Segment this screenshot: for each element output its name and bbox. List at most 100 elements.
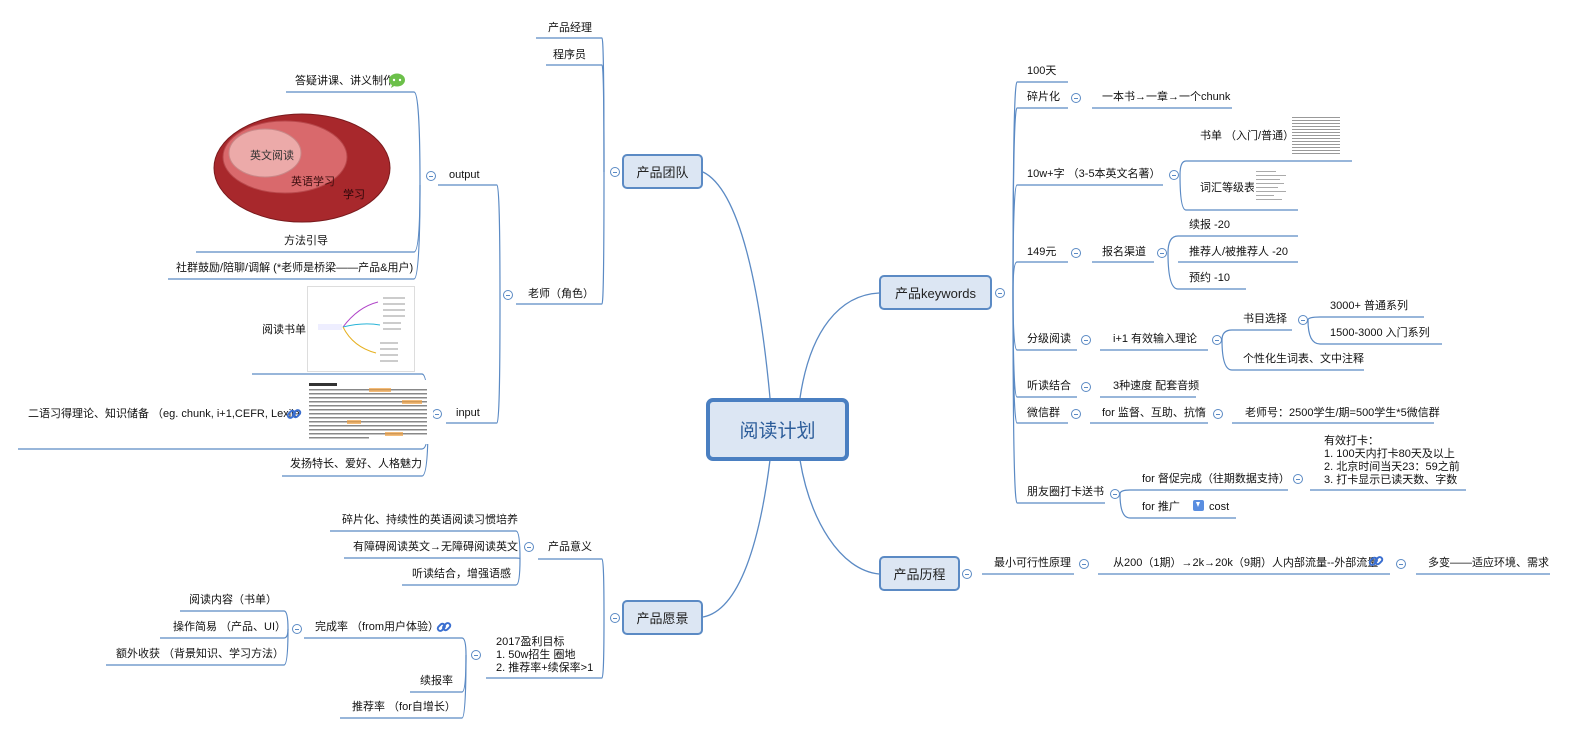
node-wechat-2[interactable]: 老师号：2500学生/期=500学生*5微信群 <box>1245 406 1440 420</box>
topic-product-history[interactable]: 产品历程 <box>879 556 960 591</box>
collapse-toggle[interactable] <box>1169 170 1179 180</box>
link-icon[interactable] <box>286 406 302 422</box>
node-book-1[interactable]: 3000+ 普通系列 <box>1330 299 1408 313</box>
node-label: 发扬特长、爱好、人格魅力 <box>290 458 422 470</box>
node-price[interactable]: 149元 <box>1027 245 1056 259</box>
node-channel[interactable]: 报名渠道 <box>1102 245 1146 259</box>
node-input-booklist[interactable]: 阅读书单 <box>262 323 306 337</box>
rule-line: 3. 打卡显示已读天数、字数 <box>1324 474 1460 487</box>
collapse-toggle[interactable] <box>1081 335 1091 345</box>
node-label: 续报 -20 <box>1189 219 1230 231</box>
root-topic-label: 阅读计划 <box>739 416 815 443</box>
node-output-method[interactable]: 方法引导 <box>284 234 328 248</box>
node-output-qa[interactable]: 答疑讲课、讲义制作 <box>295 74 394 88</box>
node-label: 阅读内容（书单） <box>189 594 277 606</box>
collapse-toggle[interactable] <box>524 542 534 552</box>
node-words[interactable]: 10w+字 （3-5本英文名著） <box>1027 167 1161 181</box>
link-icon[interactable] <box>436 619 452 635</box>
node-output[interactable]: output <box>449 168 480 182</box>
collapse-toggle[interactable] <box>292 624 302 634</box>
node-book-select[interactable]: 书目选择 <box>1243 312 1287 326</box>
collapse-toggle[interactable] <box>426 171 436 181</box>
topic-product-vision[interactable]: 产品愿景 <box>622 600 703 635</box>
collapse-toggle[interactable] <box>1212 335 1222 345</box>
node-channel-2[interactable]: 推荐人/被推荐人 -20 <box>1189 245 1288 259</box>
collapse-toggle[interactable] <box>1071 248 1081 258</box>
node-label: 听读结合 <box>1027 380 1071 392</box>
node-moments-2[interactable]: for 推广 cost <box>1142 500 1229 514</box>
node-output-community[interactable]: 社群鼓励/陪聊/调解 (*老师是桥梁——产品&用户) <box>176 261 413 275</box>
collapse-toggle[interactable] <box>1396 559 1406 569</box>
node-wechat-1[interactable]: for 监督、互助、抗惰 <box>1102 406 1206 420</box>
topic-product-keywords[interactable]: 产品keywords <box>879 275 992 310</box>
node-label: 答疑讲课、讲义制作 <box>295 75 394 87</box>
collapse-toggle[interactable] <box>1293 474 1303 484</box>
node-meaning-2[interactable]: 有障碍阅读英文→无障碍阅读英文 <box>353 540 518 554</box>
node-label: 产品经理 <box>548 22 592 34</box>
node-personal[interactable]: 个性化生词表、文中注释 <box>1243 352 1364 366</box>
node-goal-2017[interactable]: 2017盈利目标 1. 50w招生 圈地 2. 推荐率+续保率>1 <box>496 636 593 675</box>
collapse-toggle[interactable] <box>1157 248 1167 258</box>
vocab-level-thumbnail-image <box>1254 168 1294 206</box>
collapse-toggle[interactable] <box>1081 382 1091 392</box>
node-meaning-3[interactable]: 听读结合，增强语感 <box>412 567 511 581</box>
collapse-toggle[interactable] <box>503 290 513 300</box>
collapse-toggle[interactable] <box>471 650 481 660</box>
node-moments[interactable]: 朋友圈打卡送书 <box>1027 485 1104 499</box>
node-book-2[interactable]: 1500-3000 入门系列 <box>1330 326 1430 340</box>
collapse-toggle[interactable] <box>1110 489 1120 499</box>
node-listen-1[interactable]: 3种速度 配套音频 <box>1113 379 1199 393</box>
venn-inner-label: 英文阅读 <box>250 147 294 163</box>
node-input[interactable]: input <box>456 406 480 420</box>
node-moments-1[interactable]: for 督促完成（往期数据支持） <box>1142 472 1290 486</box>
node-channel-1[interactable]: 续报 -20 <box>1189 218 1230 232</box>
node-label: for 推广 <box>1142 501 1180 513</box>
collapse-toggle[interactable] <box>1213 409 1223 419</box>
collapse-toggle[interactable] <box>962 569 972 579</box>
collapse-toggle[interactable] <box>610 613 620 623</box>
node-flow[interactable]: 从200（1期）→2k→20k（9期）人内部流量--外部流量 <box>1113 556 1378 570</box>
node-dev[interactable]: 程序员 <box>553 48 586 62</box>
collapse-toggle[interactable] <box>995 288 1005 298</box>
root-topic[interactable]: 阅读计划 <box>706 398 849 461</box>
node-frag-1[interactable]: 一本书→一章→一个chunk <box>1102 90 1230 104</box>
node-words-2[interactable]: 词汇等级表 <box>1200 181 1255 195</box>
collapse-toggle[interactable] <box>1298 315 1308 325</box>
node-listen[interactable]: 听读结合 <box>1027 379 1071 393</box>
node-days[interactable]: 100天 <box>1027 64 1056 78</box>
collapse-toggle[interactable] <box>1071 93 1081 103</box>
node-meaning-1[interactable]: 碎片化、持续性的英语阅读习惯培养 <box>342 513 518 527</box>
collapse-toggle[interactable] <box>1071 409 1081 419</box>
node-label: 书目选择 <box>1243 313 1287 325</box>
link-icon[interactable] <box>1368 553 1384 569</box>
node-meaning[interactable]: 产品意义 <box>548 540 592 554</box>
collapse-toggle[interactable] <box>1079 559 1089 569</box>
node-completion-2[interactable]: 操作简易 （产品、UI） <box>173 620 286 634</box>
node-graded[interactable]: 分级阅读 <box>1027 332 1071 346</box>
node-graded-1[interactable]: i+1 有效输入理论 <box>1113 332 1197 346</box>
topic-label: 产品愿景 <box>636 608 688 627</box>
node-moments-rules[interactable]: 有效打卡： 1. 100天内打卡80天及以上 2. 北京时间当天23：59之前 … <box>1324 435 1460 487</box>
node-pm[interactable]: 产品经理 <box>548 21 592 35</box>
node-label: i+1 有效输入理论 <box>1113 333 1197 345</box>
node-wechat[interactable]: 微信群 <box>1027 406 1060 420</box>
node-frag[interactable]: 碎片化 <box>1027 90 1060 104</box>
node-renewal[interactable]: 续报率 <box>420 674 453 688</box>
node-completion[interactable]: 完成率 （from用户体验） <box>315 620 439 634</box>
node-input-talent[interactable]: 发扬特长、爱好、人格魅力 <box>290 457 422 471</box>
collapse-toggle[interactable] <box>432 409 442 419</box>
node-input-theory[interactable]: 二语习得理论、知识储备 （eg. chunk, i+1,CEFR, Lexile <box>28 407 300 421</box>
node-change[interactable]: 多变——适应环境、需求 <box>1428 556 1549 570</box>
node-completion-1[interactable]: 阅读内容（书单） <box>189 593 277 607</box>
node-channel-3[interactable]: 预约 -10 <box>1189 271 1230 285</box>
node-label: 3种速度 配套音频 <box>1113 380 1199 392</box>
node-completion-3[interactable]: 额外收获 （背景知识、学习方法） <box>116 647 284 661</box>
node-words-1[interactable]: 书单 （入门/普通） <box>1200 129 1294 143</box>
goal-line: 2017盈利目标 <box>496 636 593 649</box>
topic-product-team[interactable]: 产品团队 <box>622 154 703 189</box>
node-teacher[interactable]: 老师（角色） <box>528 287 594 301</box>
collapse-toggle[interactable] <box>610 167 620 177</box>
node-label: input <box>456 407 480 419</box>
node-mvp[interactable]: 最小可行性原理 <box>994 556 1071 570</box>
node-referral[interactable]: 推荐率 （for自增长） <box>352 700 456 714</box>
